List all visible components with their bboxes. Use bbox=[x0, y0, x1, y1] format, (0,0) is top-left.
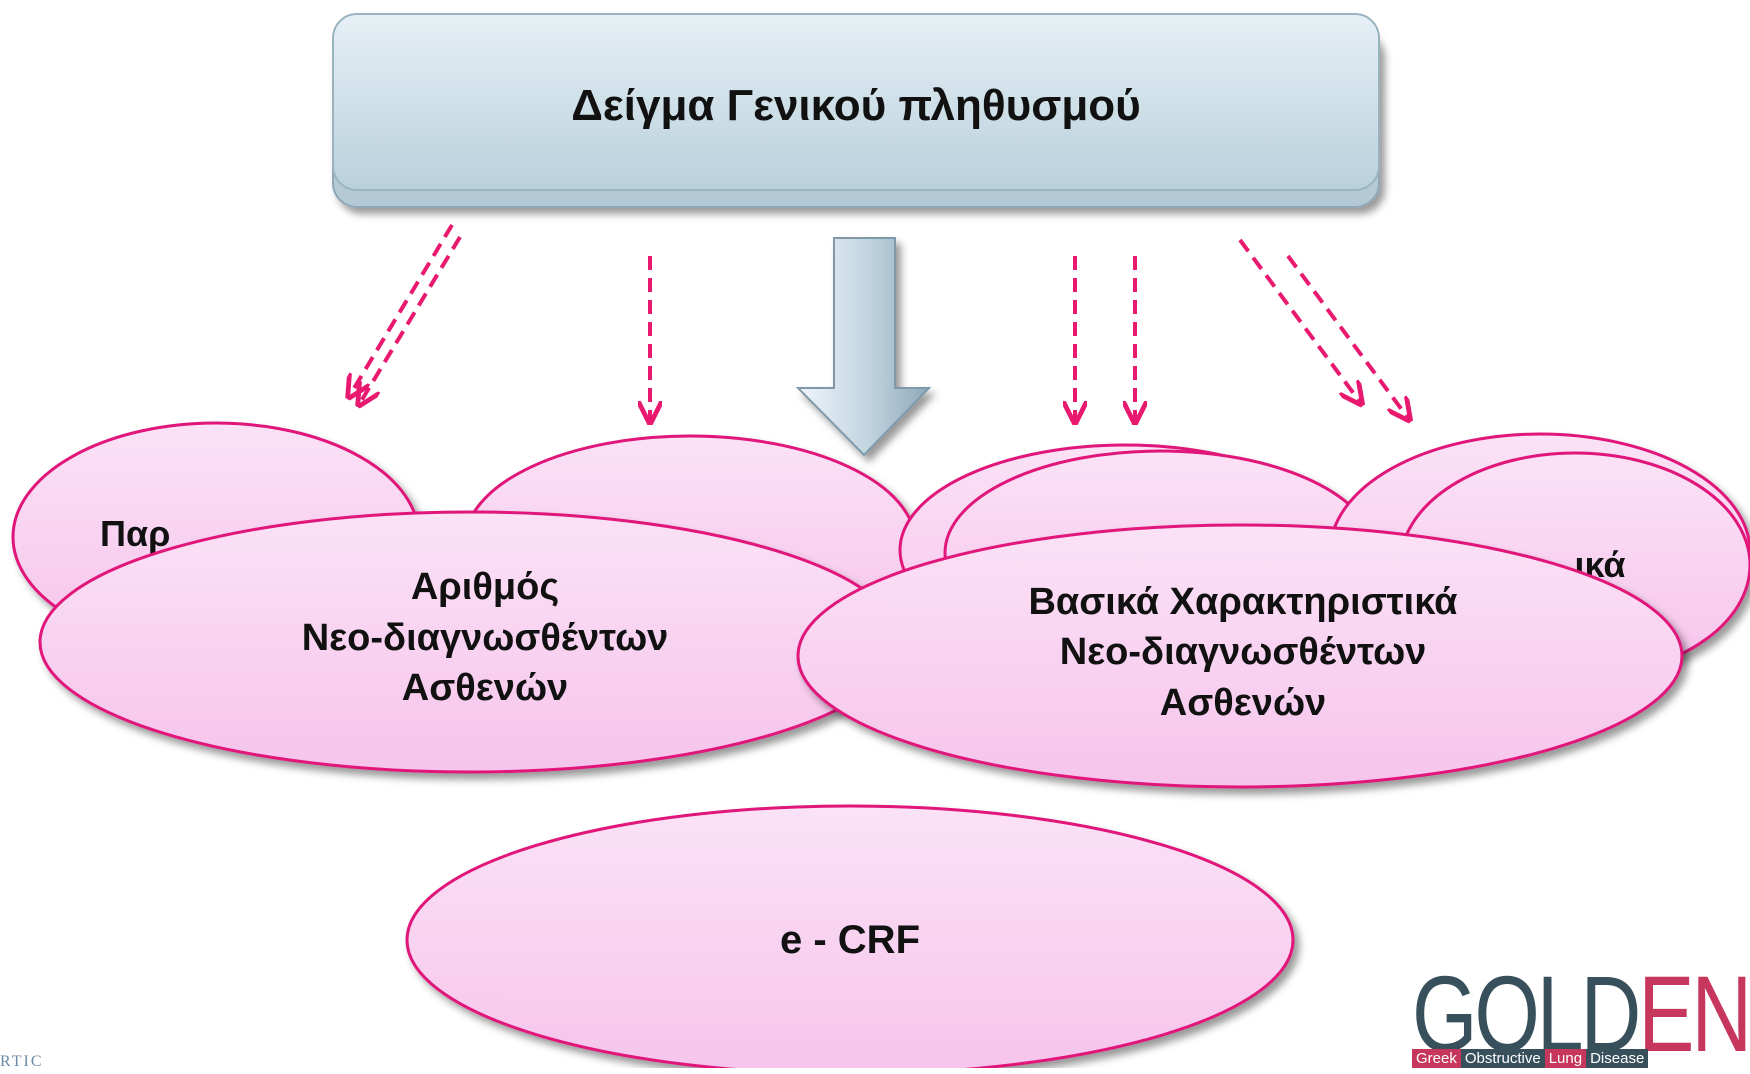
bottom-ellipse-label: e - CRF bbox=[780, 918, 920, 962]
tagline-word-1: Greek bbox=[1412, 1049, 1461, 1068]
ellipse-back-left-label: Παρ bbox=[100, 513, 170, 554]
tagline-word-3: Lung bbox=[1544, 1049, 1587, 1068]
front-ellipse-right: Βασικά Χαρακτηριστικά Νεο-διαγνωσθέντων … bbox=[796, 523, 1684, 789]
front-right-line-1: Βασικά Χαρακτηριστικά bbox=[1028, 581, 1457, 623]
top-box: Δείγμα Γενικού πληθυσμού bbox=[332, 13, 1380, 208]
front-ellipse-left: Αριθμός Νεο-διαγνωσθέντων Ασθενών bbox=[38, 510, 902, 774]
arrow-right-2 bbox=[1286, 254, 1408, 418]
arrow-left-1 bbox=[350, 223, 454, 395]
tagline-word-2: Obstructive bbox=[1460, 1049, 1545, 1068]
bottom-ellipse: e - CRF bbox=[405, 804, 1295, 1068]
block-arrow bbox=[795, 237, 932, 457]
top-box-label: Δείγμα Γενικού πληθυσμού bbox=[571, 81, 1141, 130]
front-right-line-2: Νεο-διαγνωσθέντων bbox=[1060, 631, 1427, 673]
logo-tagline: Greek Obstructive Lung Disease bbox=[1412, 1049, 1649, 1068]
arrow-left-2 bbox=[360, 235, 462, 403]
front-left-line-1: Αριθμός bbox=[411, 566, 559, 608]
corner-text: RTIC bbox=[0, 1053, 44, 1070]
front-left-line-3: Ασθενών bbox=[402, 667, 568, 709]
front-right-line-3: Ασθενών bbox=[1160, 682, 1326, 724]
front-left-line-2: Νεο-διαγνωσθέντων bbox=[302, 617, 669, 659]
dashed-arrows bbox=[350, 223, 1408, 420]
logo-word-accent: EN bbox=[1638, 953, 1750, 1074]
arrow-right-1 bbox=[1238, 238, 1360, 402]
tagline-word-4: Disease bbox=[1586, 1049, 1649, 1068]
